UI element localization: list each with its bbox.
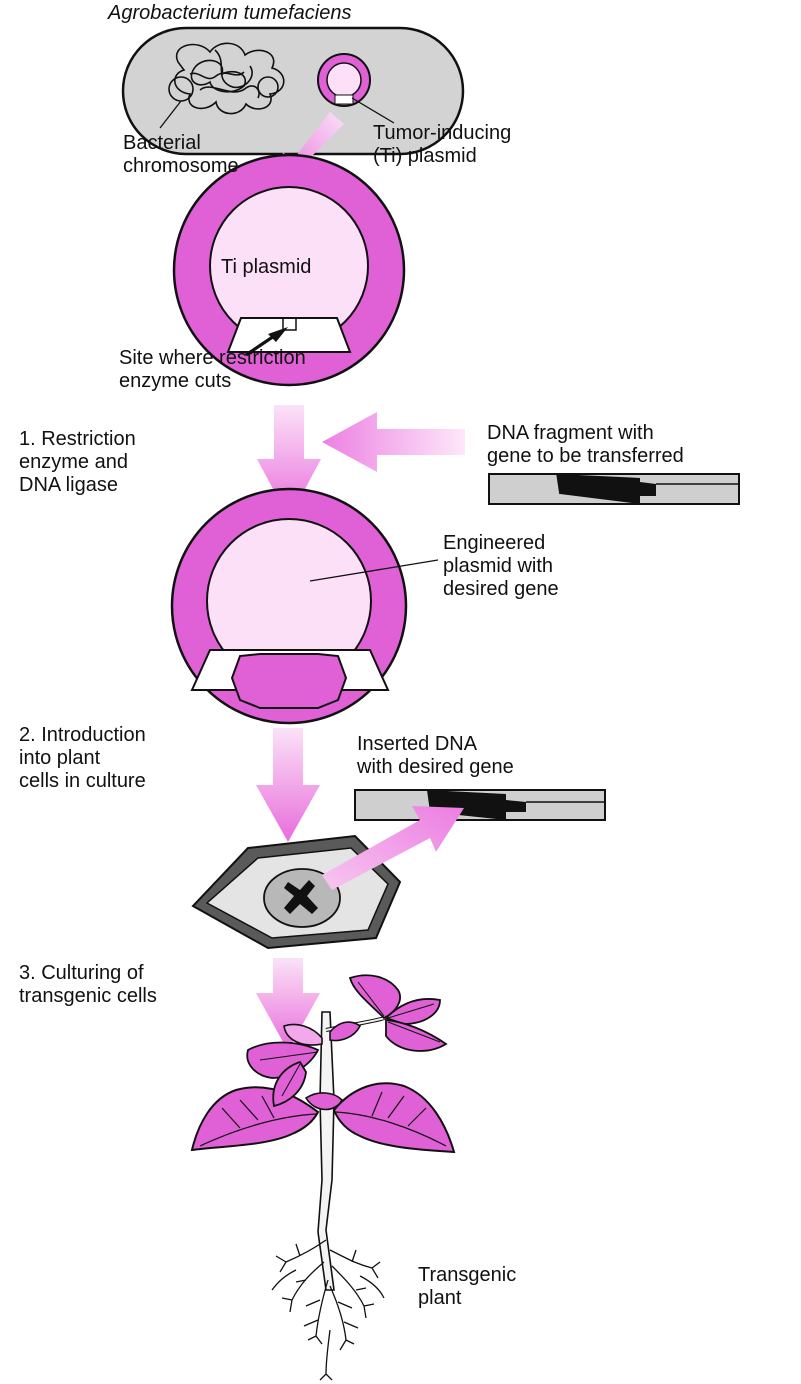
inserted-dna [355,790,605,820]
ti-plasmid-label: Tumor-inducing (Ti) plasmid [373,122,511,168]
dna-fragment [489,474,739,504]
transgenic-plant [192,975,454,1380]
dna-fragment-label: DNA fragment with gene to be transferred [487,422,684,468]
diagram-title: Agrobacterium tumefaciens [108,2,351,25]
transgenic-plant-label: Transgenic plant [418,1264,516,1310]
ti-plasmid-center-label: Ti plasmid [221,256,311,279]
ti-plasmid-small [318,54,370,106]
engineered-plasmid-label: Engineered plasmid with desired gene [443,532,559,601]
step-3-label: 3. Culturing of transgenic cells [19,962,157,1008]
inserted-dna-label: Inserted DNA with desired gene [357,733,514,779]
step-2-label: 2. Introduction into plant cells in cult… [19,724,146,793]
plant-stem [318,1012,334,1290]
leaf-large-right [334,1083,454,1152]
arrow-dna-fragment [322,412,465,472]
restriction-site-label: Site where restriction enzyme cuts [119,347,306,393]
arrow-step-2 [256,728,320,842]
bacterial-chromosome-label: Bacterial chromosome [123,132,239,178]
engineered-plasmid [172,489,438,723]
leaf-upper-left-4 [330,1022,360,1040]
step-1-label: 1. Restriction enzyme and DNA ligase [19,428,136,497]
